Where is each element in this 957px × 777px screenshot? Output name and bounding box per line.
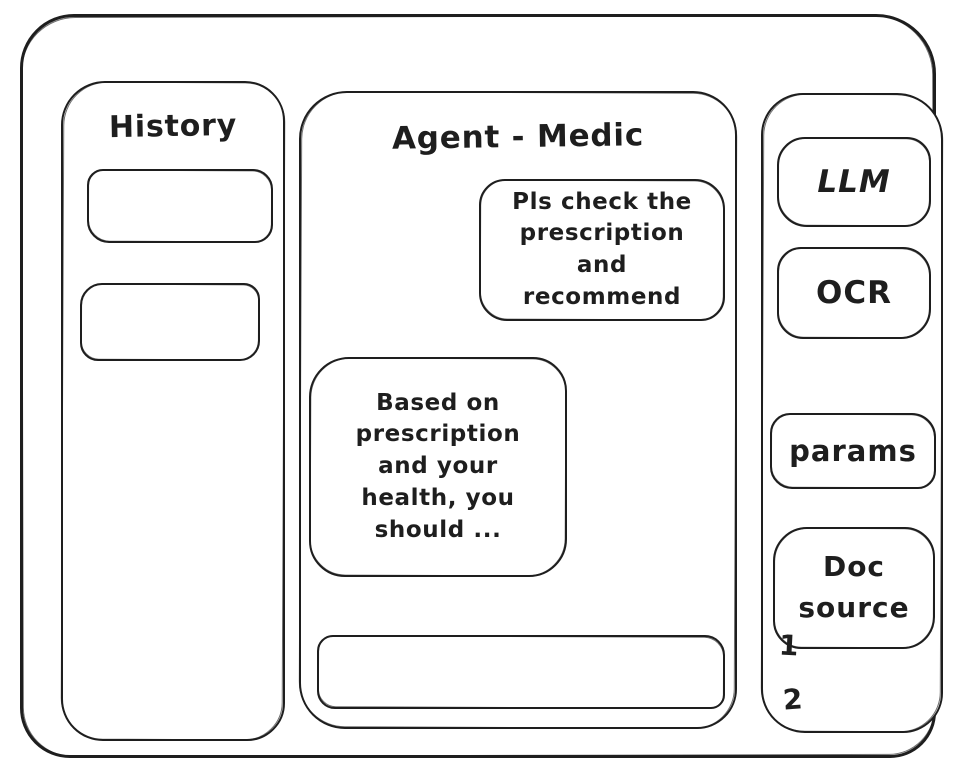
annotation-number-2: 2 (781, 682, 804, 717)
llm-button[interactable]: LLM (777, 137, 931, 227)
history-item-2[interactable] (80, 283, 260, 361)
message-input-box[interactable] (317, 635, 725, 709)
ocr-button[interactable]: OCR (777, 247, 931, 339)
user-message-bubble: Pls check the prescription and recommend (479, 179, 725, 321)
history-title: History (108, 107, 238, 146)
assistant-message-bubble: Based on prescription and your health, y… (309, 357, 567, 577)
tools-sidebar: LLM OCR params Doc source 1 2 (761, 93, 943, 733)
history-sidebar: History (61, 81, 285, 741)
annotation-number-1: 1 (778, 628, 800, 663)
chat-panel: Agent - Medic Pls check the prescription… (299, 91, 737, 729)
chat-title: Agent - Medic (391, 117, 645, 157)
llm-button-label: LLM (817, 164, 891, 200)
history-item-1[interactable] (87, 169, 273, 243)
assistant-message-text: Based on prescription and your health, y… (355, 389, 521, 543)
params-button-label: params (789, 434, 917, 468)
doc-source-button[interactable]: Doc source (773, 527, 935, 649)
app-frame: History Agent - Medic Pls check the pres… (20, 14, 943, 758)
user-message-text: Pls check the prescription and recommend (512, 188, 692, 310)
doc-source-button-label: Doc source (798, 550, 910, 624)
message-input[interactable] (333, 641, 709, 703)
ocr-button-label: OCR (816, 275, 892, 311)
params-button[interactable]: params (770, 413, 936, 489)
